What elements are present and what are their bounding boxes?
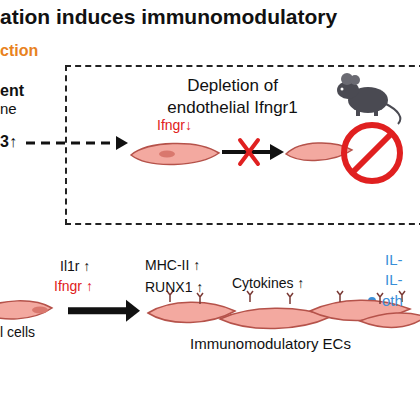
title-text: ation induces immunomodulatory: [0, 5, 337, 29]
ec-group: MHC-II ↑ RUNX1 ↑ Cytokines ↑ Immunomodulato…: [140, 255, 420, 357]
cytokine-label: oth: [382, 292, 403, 309]
node-text: Immunomodulatory ECs: [190, 335, 351, 352]
mouse-icon: [337, 73, 400, 124]
node-text: Cytokines ↑: [232, 275, 304, 291]
marker-label: 3↑: [0, 133, 17, 151]
node-text: Depletion of endothelial Ifngr1: [145, 75, 320, 119]
node-text: Ifngr ↑: [54, 278, 93, 294]
node-text: Ifngr↓: [157, 117, 192, 133]
red-cross: [240, 140, 258, 164]
flow-arrow: [68, 300, 140, 322]
node-text: RUNX1 ↑: [145, 279, 203, 295]
cropped-label: ent: [0, 82, 24, 100]
prohibition-sign: [344, 125, 400, 181]
cytokine-label: IL-: [385, 271, 403, 288]
node-text: l cells: [0, 324, 35, 340]
cell-node: Ifngr↓: [127, 117, 222, 169]
arrow-head: [270, 144, 284, 160]
dashed-box: Depletion of endothelial Ifngr1Ifngr↓: [65, 65, 420, 225]
dashed-arrow: [26, 142, 116, 145]
arrow-head: [116, 136, 128, 150]
node-text: Il1r ↑: [60, 258, 90, 274]
cytokine-label: IL-: [385, 251, 403, 268]
cropped-label: ne: [0, 100, 17, 117]
cell-node: Il1r ↑Ifngr ↑l cells: [0, 258, 65, 343]
node-text: MHC-II ↑: [145, 257, 200, 273]
cropped-label: ction: [0, 42, 38, 60]
